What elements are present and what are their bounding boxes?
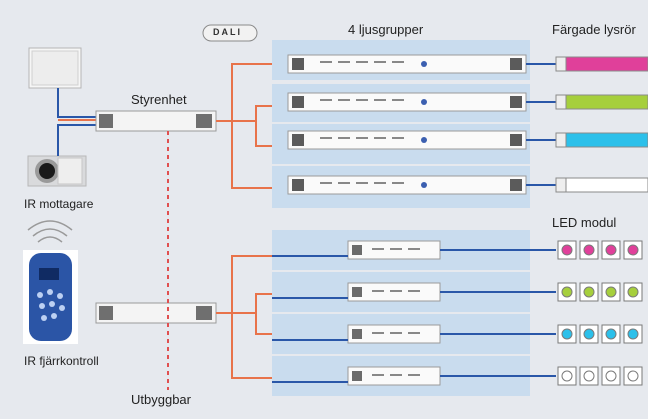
controller-label: Styrenhet [131, 92, 187, 107]
tube-group [555, 56, 648, 193]
ir-receiver-icon [27, 155, 87, 187]
led-module-white [557, 366, 643, 386]
expandable-label: Utbyggbar [131, 392, 191, 407]
led-driver-icon [347, 240, 441, 260]
ballast-icon [287, 92, 527, 112]
controller-unit-icon [95, 110, 217, 132]
upper-control-wires [216, 63, 272, 189]
tube-pink [555, 56, 648, 72]
expansion-controller-unit [95, 302, 217, 324]
tube-green [555, 94, 648, 110]
ballast-icon [287, 130, 527, 150]
led-module-pink [557, 240, 643, 260]
led-module-green [557, 282, 643, 302]
colored-tubes-label: Färgade lysrör [552, 22, 636, 37]
ir-remote-label: IR fjärrkontroll [24, 354, 99, 368]
ir-remote-icon [23, 250, 78, 344]
led-driver-icon [347, 324, 441, 344]
wall-switch-icon [28, 47, 82, 89]
led-driver-icon [347, 282, 441, 302]
lower-control-wires [216, 255, 272, 379]
led-driver-icon [347, 366, 441, 386]
led-module-group [557, 240, 643, 386]
signal-wave-icon [27, 220, 73, 243]
input-wires [57, 88, 96, 156]
ballast-icon [287, 175, 527, 195]
ballast-icon [287, 54, 527, 74]
tube-cyan [555, 132, 648, 148]
tube-white [555, 177, 648, 193]
led-module-cyan [557, 324, 643, 344]
ballast-group [287, 54, 556, 195]
dali-badge [202, 24, 258, 42]
ir-receiver-label: IR mottagare [24, 197, 94, 211]
led-module-label: LED modul [552, 215, 617, 230]
led-driver-group [272, 240, 556, 386]
groups-label: 4 ljusgrupper [348, 22, 424, 37]
dali-label: DALI [213, 27, 242, 37]
